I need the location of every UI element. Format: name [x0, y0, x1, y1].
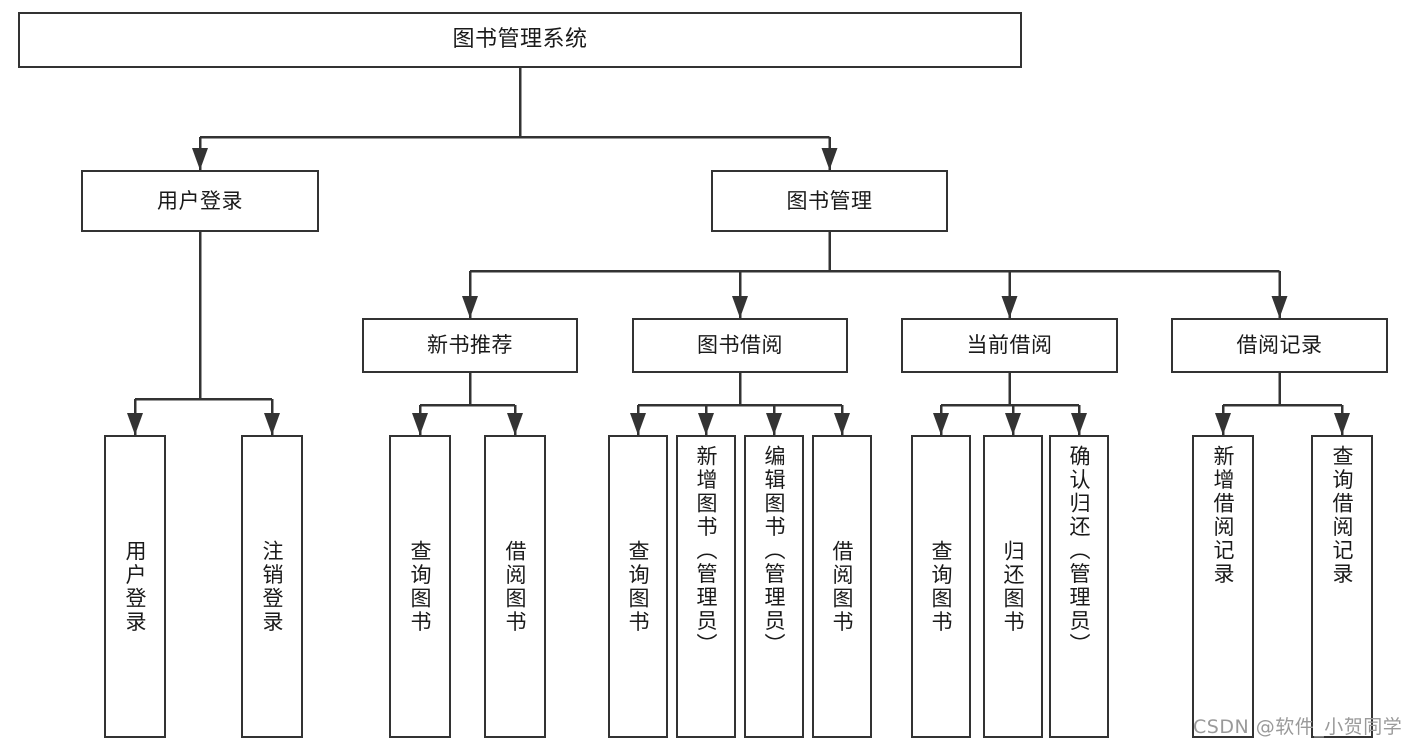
node-label-leaf-return: 归还图书 — [1001, 539, 1026, 634]
watermark-text: CSDN @软件_小贺同学 — [1193, 716, 1403, 738]
node-label-current-borrow: 当前借阅 — [966, 333, 1053, 358]
node-leaf-query-1[interactable]: 查询图书 — [389, 435, 451, 738]
node-label-leaf-query-3: 查询图书 — [929, 539, 954, 634]
arrowhead-leaf-logout — [264, 413, 280, 435]
arrowhead-leaf-return — [1005, 413, 1021, 435]
node-borrow-record[interactable]: 借阅记录 — [1171, 318, 1388, 373]
arrowhead-book-borrow — [732, 296, 748, 318]
node-leaf-query-2[interactable]: 查询图书 — [608, 435, 668, 738]
arrowhead-leaf-query-3 — [933, 413, 949, 435]
arrowhead-leaf-query-rec — [1334, 413, 1350, 435]
node-leaf-add-book[interactable]: 新增图书（管理员） — [676, 435, 736, 738]
arrowhead-leaf-confirm — [1071, 413, 1087, 435]
node-label-leaf-query-1: 查询图书 — [408, 539, 433, 634]
node-leaf-query-rec[interactable]: 查询借阅记录 — [1311, 435, 1373, 738]
node-leaf-borrow-1[interactable]: 借阅图书 — [484, 435, 546, 738]
node-leaf-borrow-2[interactable]: 借阅图书 — [812, 435, 872, 738]
node-label-root: 图书管理系统 — [452, 27, 588, 53]
node-label-leaf-borrow-1: 借阅图书 — [503, 539, 528, 634]
node-label-leaf-add-rec: 新增借阅记录 — [1211, 445, 1236, 586]
arrowhead-leaf-edit-book — [766, 413, 782, 435]
node-leaf-return[interactable]: 归还图书 — [983, 435, 1043, 738]
node-label-leaf-borrow-2: 借阅图书 — [830, 539, 855, 634]
arrowhead-leaf-user-login — [127, 413, 143, 435]
node-book-borrow[interactable]: 图书借阅 — [632, 318, 848, 373]
arrowhead-leaf-add-book — [698, 413, 714, 435]
node-label-leaf-add-book: 新增图书（管理员） — [694, 445, 719, 657]
node-label-user-login: 用户登录 — [157, 188, 243, 213]
node-label-book-manage: 图书管理 — [786, 188, 873, 213]
arrowhead-book-manage — [821, 148, 838, 170]
node-label-leaf-edit-book: 编辑图书（管理员） — [762, 445, 787, 657]
arrowhead-leaf-query-1 — [412, 413, 428, 435]
arrowhead-current-borrow — [1001, 296, 1018, 318]
node-leaf-user-login[interactable]: 用户登录 — [104, 435, 166, 738]
node-label-leaf-logout: 注销登录 — [260, 539, 285, 634]
node-label-book-borrow: 图书借阅 — [697, 333, 783, 358]
node-label-leaf-query-2: 查询图书 — [626, 539, 651, 634]
node-leaf-add-rec[interactable]: 新增借阅记录 — [1192, 435, 1254, 738]
node-label-leaf-query-rec: 查询借阅记录 — [1330, 445, 1355, 586]
node-root[interactable]: 图书管理系统 — [18, 12, 1022, 68]
node-new-book-rec[interactable]: 新书推荐 — [362, 318, 578, 373]
node-label-new-book-rec: 新书推荐 — [427, 333, 513, 358]
arrowhead-new-book-rec — [462, 296, 478, 318]
arrowhead-leaf-query-2 — [630, 413, 646, 435]
node-leaf-edit-book[interactable]: 编辑图书（管理员） — [744, 435, 804, 738]
node-leaf-logout[interactable]: 注销登录 — [241, 435, 303, 738]
node-book-manage[interactable]: 图书管理 — [711, 170, 948, 232]
arrowhead-leaf-add-rec — [1215, 413, 1231, 435]
node-label-borrow-record: 借阅记录 — [1236, 333, 1323, 358]
node-current-borrow[interactable]: 当前借阅 — [901, 318, 1118, 373]
arrowhead-leaf-borrow-1 — [507, 413, 523, 435]
node-label-leaf-user-login: 用户登录 — [123, 539, 148, 634]
arrowhead-borrow-record — [1271, 296, 1288, 318]
node-leaf-confirm[interactable]: 确认归还（管理员） — [1049, 435, 1109, 738]
node-user-login[interactable]: 用户登录 — [81, 170, 319, 232]
arrowhead-leaf-borrow-2 — [834, 413, 850, 435]
node-leaf-query-3[interactable]: 查询图书 — [911, 435, 971, 738]
arrowhead-user-login — [192, 148, 208, 170]
node-label-leaf-confirm: 确认归还（管理员） — [1067, 445, 1092, 657]
